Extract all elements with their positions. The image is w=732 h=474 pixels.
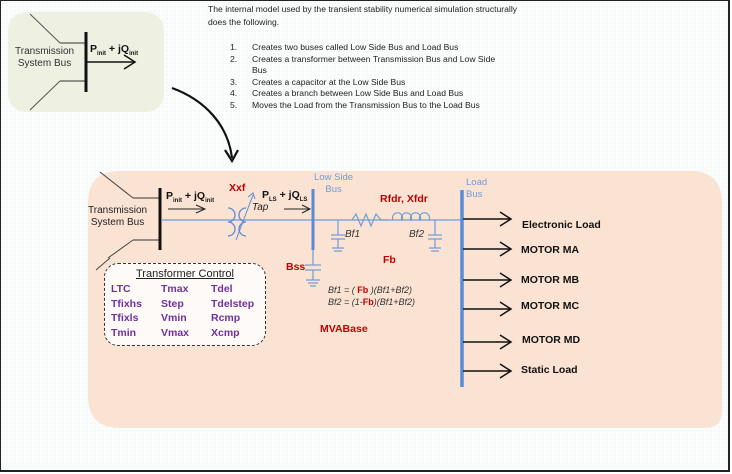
after-init-flow-arrow <box>168 204 207 214</box>
step-item: 1.Creates two buses called Low Side Bus … <box>230 42 459 52</box>
load-arrow-motor-mc <box>463 301 513 317</box>
tc-param: Step <box>161 297 184 310</box>
load-arrow-motor-ma <box>463 241 513 257</box>
step-item: 4.Creates a branch between Low Side Bus … <box>230 88 464 99</box>
tc-param: Tdel <box>211 283 233 295</box>
tc-param: Vmax <box>161 326 190 339</box>
tc-param: Rcmp <box>211 312 241 324</box>
bf2-label: Bf2 <box>409 229 425 240</box>
load-arrow-electronic <box>463 211 513 227</box>
load-arrow-motor-mb <box>463 272 513 288</box>
step-item: 5.Moves the Load from the Transmission B… <box>230 99 480 110</box>
after-init-flow-label: Pinit + jQinit <box>166 190 215 205</box>
transformer-control-title: Transformer Control <box>135 268 234 280</box>
before-flow-arrow <box>87 54 137 70</box>
feeder-resistor <box>351 212 388 228</box>
xxf-label: Xxf <box>229 182 246 194</box>
bf1-capacitor <box>331 220 345 252</box>
load-label-motor-md: MOTOR MD <box>522 334 581 346</box>
ls-flow-label: PLS + jQLS <box>262 189 308 204</box>
transformer-control-box: Transformer Control LTC Tmax Tdel Tfixhs… <box>104 263 266 346</box>
tc-param: Tfixhs <box>111 297 142 310</box>
feeder-inductor <box>391 212 431 222</box>
load-label-motor-mc: MOTOR MC <box>521 300 580 312</box>
tc-param: Tfixls <box>111 312 139 324</box>
description-intro: The internal model used by the transient… <box>208 4 518 27</box>
transformer-symbol <box>227 192 256 241</box>
before-flow-label: Pinit + jQinit <box>90 43 139 58</box>
tc-param: Tdelstep <box>211 297 255 310</box>
tc-param: Tmin <box>111 326 137 339</box>
before-feeder-line-top <box>29 13 61 44</box>
ls-flow-arrow <box>284 204 312 214</box>
after-feeder-line-bottom <box>107 239 134 259</box>
step-item: 3.Creates a capacitor at the Low Side Bu… <box>230 76 406 87</box>
tc-param: Tmax <box>161 283 189 295</box>
transition-arrow <box>171 86 239 164</box>
bss-capacitor <box>305 250 321 287</box>
load-label-static: Static Load <box>521 364 578 376</box>
transformer-control-params: LTC Tmax Tdel Tfixhs Step Tdelstep Tfixl… <box>111 283 271 340</box>
before-feeder-line-bottom <box>29 80 61 111</box>
load-arrow-static <box>463 363 513 379</box>
bss-label: Bss <box>286 261 306 273</box>
bf1-label: Bf1 <box>345 229 361 240</box>
tc-param: LTC <box>111 283 131 295</box>
load-label-motor-mb: MOTOR MB <box>521 274 580 286</box>
bf2-capacitor <box>428 220 442 252</box>
tc-connector-line <box>95 257 111 271</box>
description-steps: 1.Creates two buses called Low Side Bus … <box>230 42 542 112</box>
bf1-equation: Bf1 = ( Fb )(Bf1+Bf2) <box>328 285 413 295</box>
tc-param: Xcmp <box>211 326 240 339</box>
after-panel <box>88 171 722 428</box>
tap-label: Tap <box>252 202 269 213</box>
mvabase-label: MVABase <box>320 323 368 335</box>
step-item: 2.Creates a transformer between Transmis… <box>230 53 496 76</box>
load-arrow-motor-md <box>463 334 513 350</box>
load-label-electronic: Electronic Load <box>522 219 601 231</box>
load-label-motor-ma: MOTOR MA <box>521 244 580 256</box>
rfdr-xfdr-label: Rfdr, Xfdr <box>380 193 428 205</box>
bf2-equation: Bf2 = (1-Fb)(Bf1+Bf2) <box>328 297 416 307</box>
fb-label: Fb <box>383 254 396 266</box>
after-feeder-line-top <box>99 171 134 199</box>
tc-param: Vmin <box>161 312 187 324</box>
